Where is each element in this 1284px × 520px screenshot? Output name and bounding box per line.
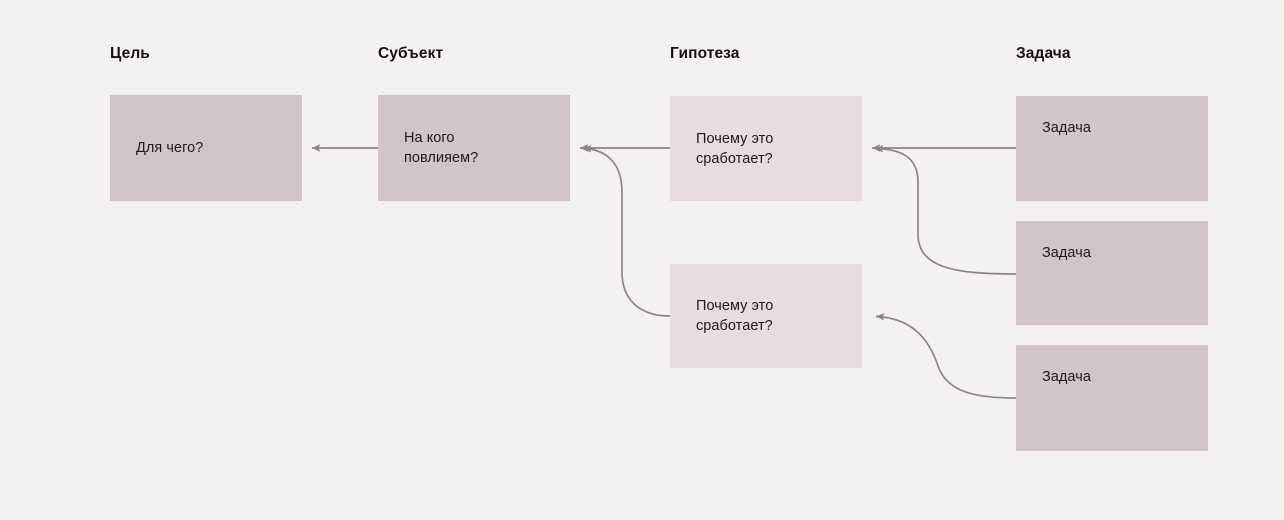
- node-task-1[interactable]: Задача: [1016, 96, 1208, 201]
- node-goal-label: Для чего?: [136, 140, 204, 156]
- node-hypothesis-1-label: Почему это сработает?: [696, 130, 774, 167]
- node-task-3[interactable]: Задача: [1016, 345, 1208, 451]
- edge-task3-to-hypothesis2: [875, 312, 1017, 399]
- column-header-task: Задача: [1016, 45, 1071, 62]
- node-subject-label: На кого повлияем?: [404, 130, 479, 166]
- node-hypothesis-2-label: Почему это сработает?: [696, 298, 774, 334]
- node-goal[interactable]: Для чего?: [110, 95, 302, 201]
- node-hypothesis-1[interactable]: Почему это сработает?: [670, 96, 862, 201]
- column-header-subject: Субъект: [378, 45, 444, 62]
- edge-task2-to-hypothesis1: [874, 144, 1017, 275]
- node-task-2-label: Задача: [1042, 245, 1091, 261]
- node-task-2[interactable]: Задача: [1016, 221, 1208, 325]
- node-task-1-label: Задача: [1042, 120, 1091, 136]
- column-header-goal: Цель: [110, 45, 150, 62]
- edge-hypothesis2-to-subject: [582, 144, 671, 317]
- node-task-3-label: Задача: [1042, 369, 1091, 385]
- node-hypothesis-2[interactable]: Почему это сработает?: [670, 264, 862, 368]
- column-header-hypothesis: Гипотеза: [670, 45, 740, 62]
- node-subject[interactable]: На кого повлияем?: [378, 95, 570, 201]
